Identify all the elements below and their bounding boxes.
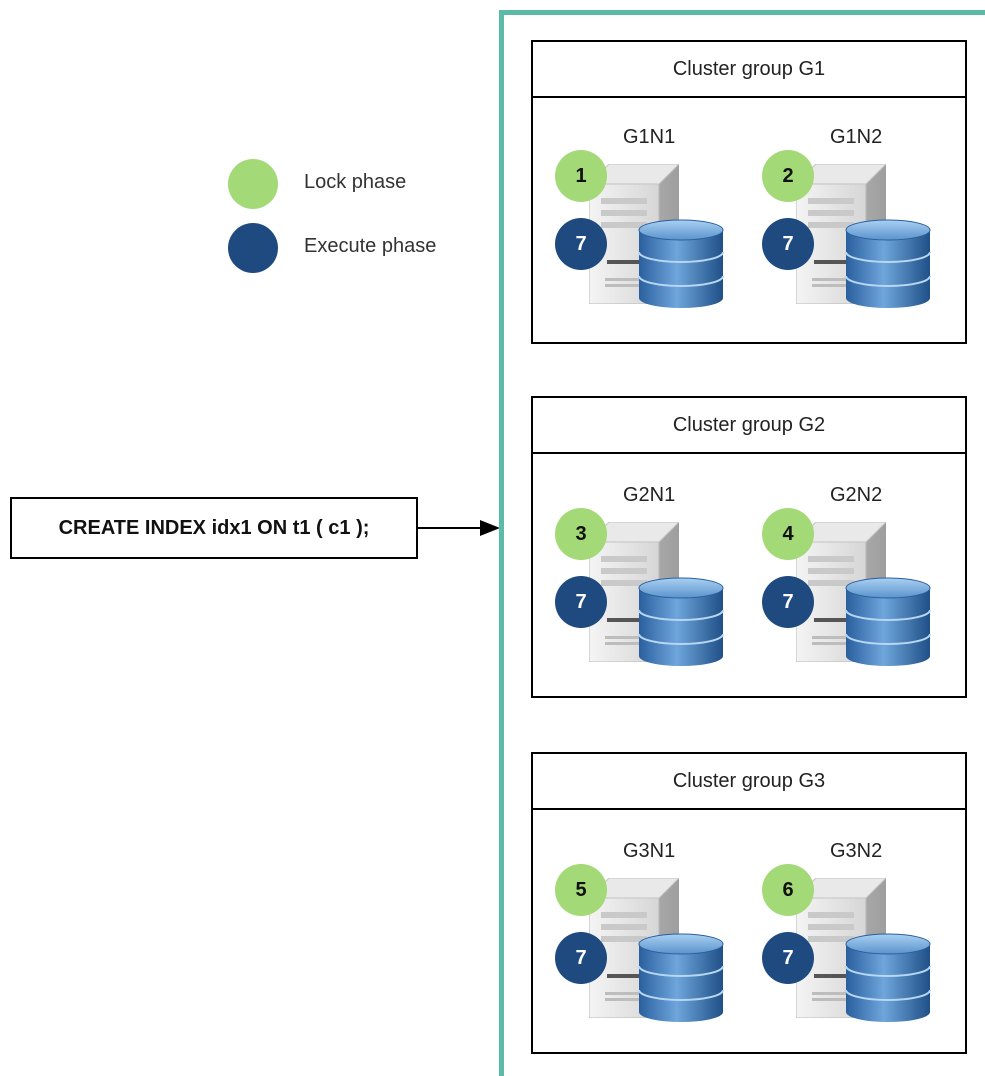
lock-step-badge: 5 <box>555 864 607 916</box>
server-icon <box>589 522 679 662</box>
node-name: G1N1 <box>623 126 676 148</box>
lock-step-badge: 4 <box>762 508 814 560</box>
database-icon <box>638 933 724 1022</box>
cluster-group-g3: Cluster group G3 G3N1 5 7 G3N2 6 7 <box>531 752 967 1054</box>
node-name: G2N2 <box>830 484 883 506</box>
node-name: G3N2 <box>830 840 883 862</box>
lock-step-badge: 1 <box>555 150 607 202</box>
group-title: Cluster group G2 <box>533 398 965 454</box>
node-g1n1: G1N1 1 7 <box>555 126 745 326</box>
sql-command-box: CREATE INDEX idx1 ON t1 ( c1 ); <box>10 497 418 559</box>
sql-command-text: CREATE INDEX idx1 ON t1 ( c1 ); <box>58 516 370 539</box>
execute-step-badge: 7 <box>762 932 814 984</box>
execute-step-badge: 7 <box>762 576 814 628</box>
execute-step-badge: 7 <box>555 932 607 984</box>
lock-step-badge: 3 <box>555 508 607 560</box>
database-icon <box>845 577 931 666</box>
database-icon <box>845 933 931 1022</box>
node-g1n2: G1N2 2 7 <box>762 126 952 326</box>
lock-step-badge: 2 <box>762 150 814 202</box>
database-icon <box>638 219 724 308</box>
execute-phase-swatch <box>228 223 278 273</box>
node-name: G2N1 <box>623 484 676 506</box>
database-icon <box>638 577 724 666</box>
execute-step-badge: 7 <box>762 218 814 270</box>
node-name: G1N2 <box>830 126 883 148</box>
lock-step-badge: 6 <box>762 864 814 916</box>
node-name: G3N1 <box>623 840 676 862</box>
lock-phase-label: Lock phase <box>304 171 407 193</box>
cluster-group-g2: Cluster group G2 G2N1 3 7 G2N2 4 7 <box>531 396 967 698</box>
cluster-group-g1: Cluster group G1 G1N1 1 7 G1N2 2 7 <box>531 40 967 344</box>
arrow-icon <box>418 520 500 536</box>
node-g2n1: G2N1 3 7 <box>555 484 745 684</box>
lock-phase-swatch <box>228 159 278 209</box>
execute-phase-label: Execute phase <box>304 235 437 257</box>
database-icon <box>845 219 931 308</box>
group-title: Cluster group G3 <box>533 754 965 810</box>
execute-step-badge: 7 <box>555 218 607 270</box>
legend: Lock phase Execute phase <box>228 157 488 275</box>
node-g3n1: G3N1 5 7 <box>555 840 745 1040</box>
group-title: Cluster group G1 <box>533 42 965 98</box>
execute-step-badge: 7 <box>555 576 607 628</box>
cluster-container <box>499 10 985 1076</box>
node-g2n2: G2N2 4 7 <box>762 484 952 684</box>
node-g3n2: G3N2 6 7 <box>762 840 952 1040</box>
